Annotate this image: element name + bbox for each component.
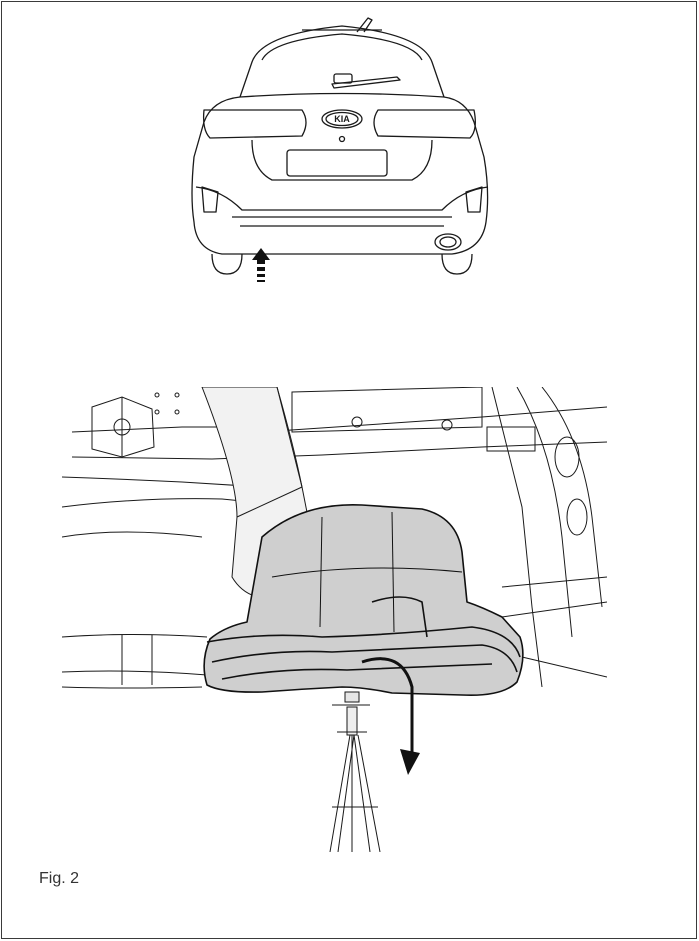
fuel-tank-illustration	[62, 387, 607, 852]
upward-dashed-arrow-icon	[252, 248, 270, 282]
kia-badge: KIA	[334, 114, 350, 124]
figure-caption: Fig. 2	[39, 870, 80, 887]
curved-down-arrow-icon	[361, 657, 420, 775]
car-rear-illustration: KIA	[182, 12, 502, 292]
